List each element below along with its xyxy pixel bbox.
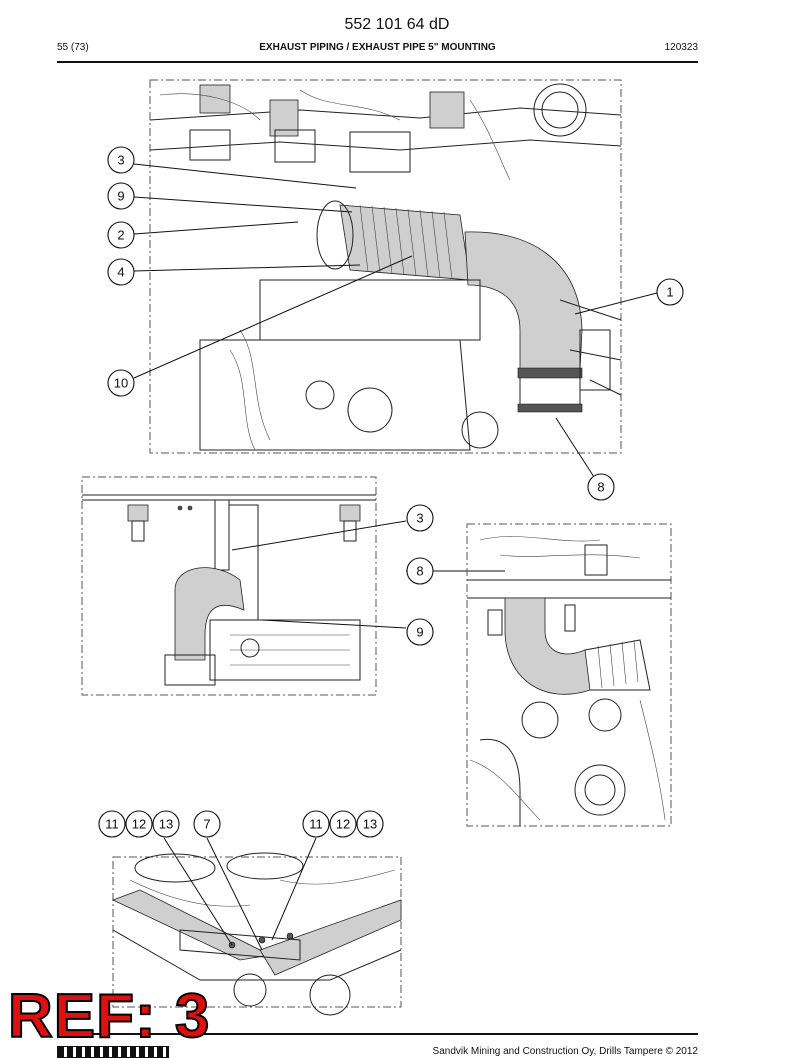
callout-8: 8 [587, 473, 615, 501]
callout-3: 3 [406, 504, 434, 532]
view-4-leaders [163, 837, 317, 951]
svg-text:9: 9 [117, 189, 124, 204]
callout-11: 11 [302, 810, 330, 838]
svg-text:4: 4 [117, 265, 124, 280]
svg-text:11: 11 [105, 817, 119, 832]
svg-text:1: 1 [666, 285, 673, 300]
header-rule [57, 61, 698, 63]
callout-9: 9 [107, 182, 135, 210]
footer-copyright: Sandvik Mining and Construction Oy, Dril… [432, 1046, 698, 1057]
document-code: 120323 [664, 42, 698, 53]
view-3-drawing [466, 523, 672, 827]
svg-text:13: 13 [159, 817, 173, 832]
svg-text:10: 10 [114, 376, 128, 391]
svg-text:12: 12 [132, 817, 146, 832]
callout-3: 3 [107, 146, 135, 174]
reference-stamp: REF: 3 [7, 982, 211, 1051]
document-number: 552 101 64 dD [344, 16, 450, 33]
footer-rule [57, 1033, 698, 1035]
callout-8: 8 [406, 557, 434, 585]
svg-text:11: 11 [309, 817, 323, 832]
svg-text:8: 8 [597, 480, 604, 495]
callout-2: 2 [107, 221, 135, 249]
callout-1: 1 [656, 278, 684, 306]
callout-4: 4 [107, 258, 135, 286]
callout-12: 12 [125, 810, 153, 838]
svg-text:13: 13 [363, 817, 377, 832]
callout-11: 11 [98, 810, 126, 838]
svg-text:9: 9 [416, 625, 423, 640]
view-1-leaders [133, 163, 658, 478]
view-1-drawing [149, 79, 622, 454]
callout-7: 7 [193, 810, 221, 838]
page-header: 55 (73) EXHAUST PIPING / EXHAUST PIPE 5"… [57, 42, 698, 56]
svg-text:3: 3 [117, 153, 124, 168]
page-number: 55 (73) [57, 42, 89, 53]
svg-text:8: 8 [416, 564, 423, 579]
callout-13: 13 [356, 810, 384, 838]
svg-text:3: 3 [416, 511, 423, 526]
callout-9: 9 [406, 618, 434, 646]
svg-text:7: 7 [203, 817, 210, 832]
callout-12: 12 [329, 810, 357, 838]
callout-10: 10 [107, 369, 135, 397]
section-title: EXHAUST PIPING / EXHAUST PIPE 5" MOUNTIN… [259, 42, 496, 53]
svg-text:2: 2 [117, 228, 124, 243]
callout-13: 13 [152, 810, 180, 838]
view-2-drawing [81, 476, 377, 696]
view-2-leaders [231, 520, 505, 629]
svg-text:12: 12 [336, 817, 350, 832]
